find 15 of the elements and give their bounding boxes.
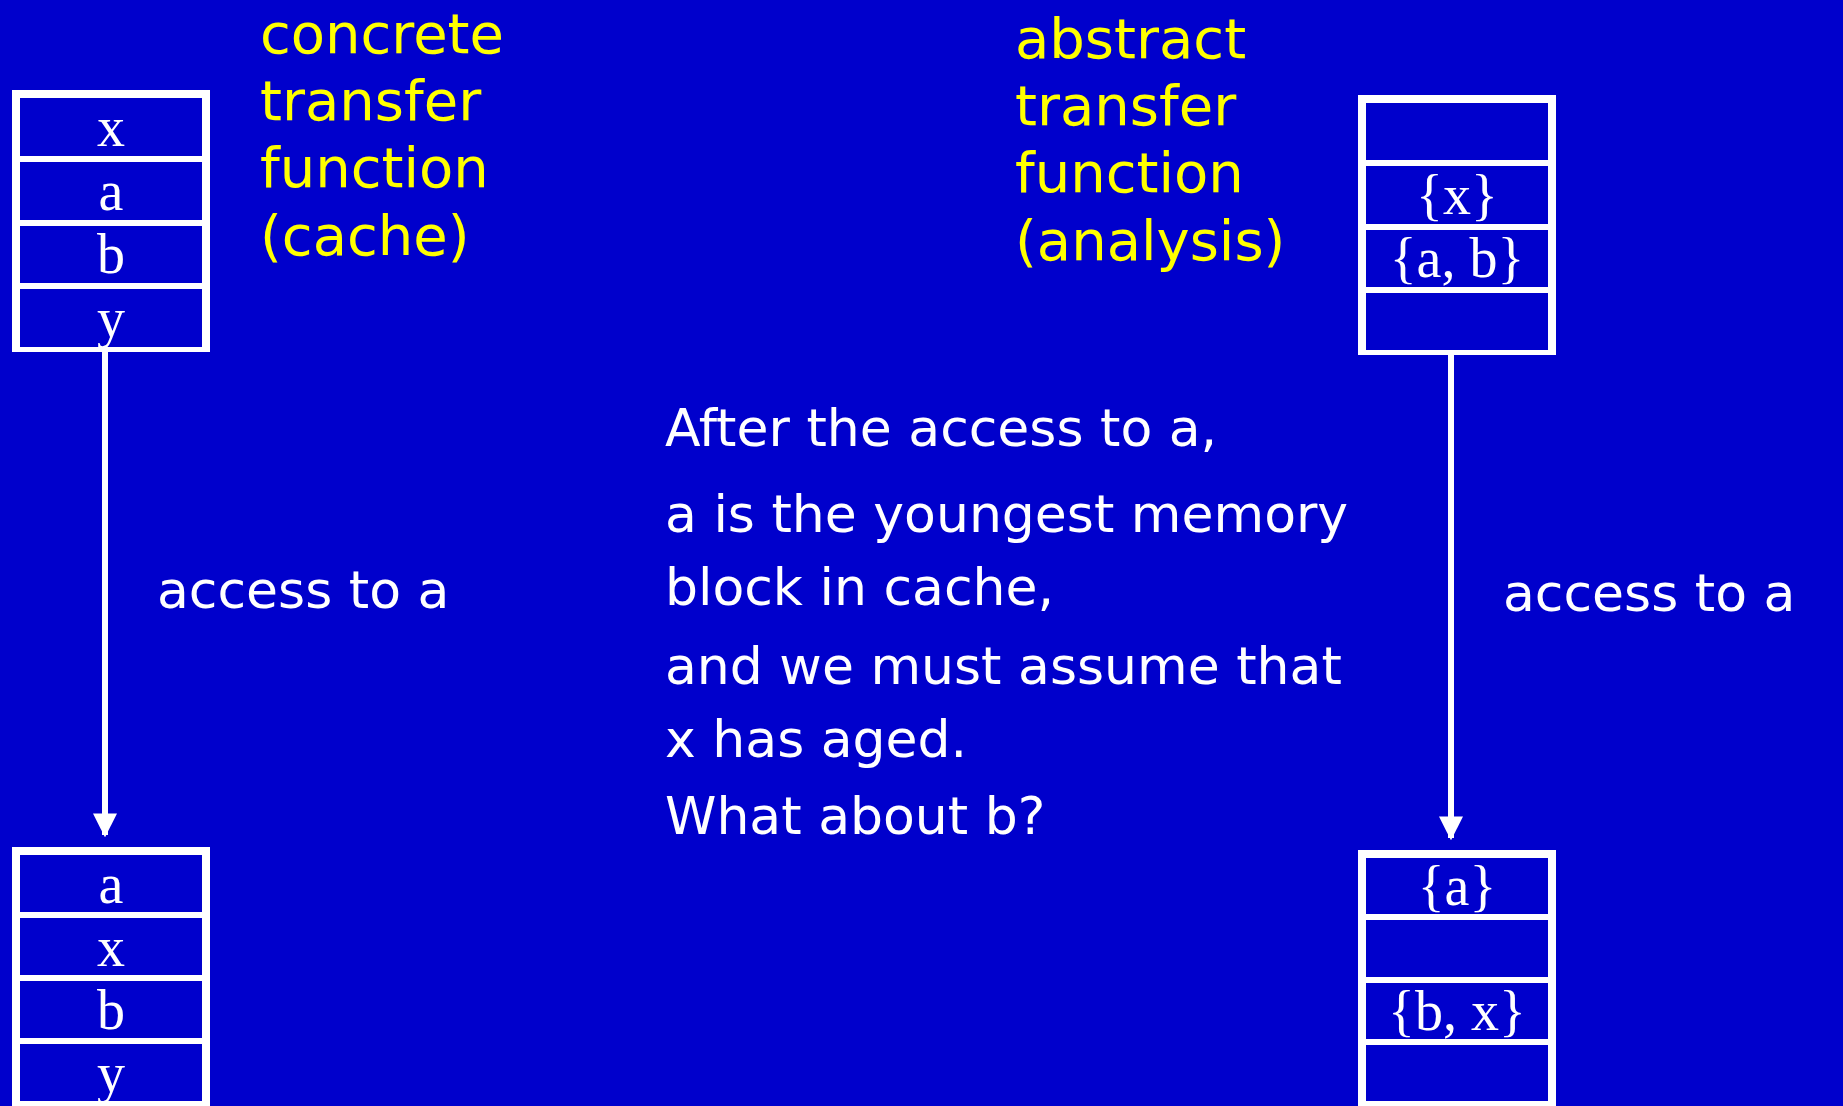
cache-line [1363,1041,1551,1101]
heading-text: abstract transfer function (analysis) [1015,5,1286,274]
note-text: and we must assume that x has aged. [665,635,1343,771]
cache-stack [1358,95,1556,355]
edge-label: access to a [1503,562,1796,623]
note-text: After the access to a, [665,397,1219,460]
arrow [93,352,117,838]
arrow [1439,355,1463,841]
heading-text: concrete transfer function (cache) [260,0,504,269]
cache-line [1363,289,1551,350]
cache-stack [1358,850,1556,1106]
edge-label: access to a [157,559,450,620]
cache-stack [12,847,210,1106]
cache-stack [12,90,210,352]
note-text: What about b? [665,785,1047,848]
